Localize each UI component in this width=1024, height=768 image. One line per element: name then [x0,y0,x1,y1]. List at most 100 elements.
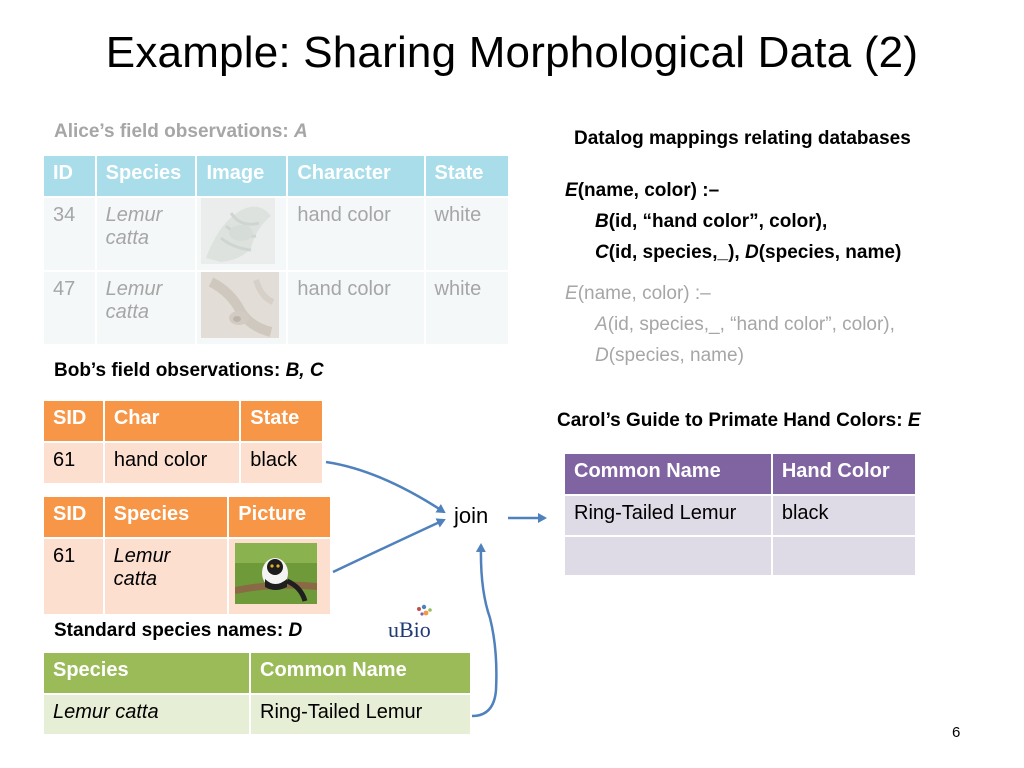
rule1-head-args: (name, color) :– [577,180,720,201]
carol-header-row: Common Name Hand Color [563,452,918,496]
alice-col-state: State [423,154,511,198]
ubio-logo-icon: uBio [388,604,432,642]
rule1-body3-pred: D [744,242,759,263]
carol-cell-hand-color [770,535,918,577]
rule1-body2-args: (id, species,_), [608,242,745,263]
carol-col-common-name: Common Name [563,452,773,496]
alice-heading-var: A [294,121,308,142]
bob-c-col-picture: Picture [227,495,332,539]
carol-cell-hand-color: black [770,494,918,537]
slide-title: Example: Sharing Morphological Data (2) [105,28,919,77]
carol-table: Common Name Hand Color Ring-Tailed Lemur… [563,452,918,577]
species-genus: Lemur [105,278,163,300]
rule2-body2-args: (species, name) [608,345,744,366]
arrow-b-to-join [325,460,446,514]
rule2-body1-args: (id, species,_, “hand color”, color), [607,314,895,335]
alice-cell-character: hand color [286,196,426,272]
bob-b-cell-sid: 61 [42,441,105,485]
lemur-hand-photo [201,198,276,264]
rule2-head-args: (name, color) :– [577,283,711,304]
rule2-body2-pred: D [595,345,609,366]
carol-heading-text: Carol’s Guide to Primate Hand Colors: [557,410,908,431]
alice-col-image: Image [195,154,289,198]
bob-b-col-sid: SID [42,399,105,443]
alice-table: ID Species Image Character State 34 Lemu… [42,154,511,346]
standard-heading: Standard species names: D [54,620,302,642]
alice-cell-id: 34 [42,196,97,272]
rule1-body1-args: (id, “hand color”, color), [608,211,828,232]
carol-heading: Carol’s Guide to Primate Hand Colors: E [557,410,921,432]
rule1-body1-pred: B [595,211,609,232]
rule2-head: E(name, color) :– [565,278,895,309]
bob-b-cell-char: hand color [102,441,242,485]
datalog-rule-2: E(name, color) :– A(id, species,_, “hand… [565,278,895,371]
alice-col-species: Species [94,154,198,198]
rule1-body3-args: (species, name) [758,242,902,263]
species-epithet: catta [113,568,158,590]
alice-header-row: ID Species Image Character State [42,154,511,198]
table-row: Lemur catta Ring-Tailed Lemur [42,693,472,736]
standard-cell-species: Lemur catta [42,693,251,736]
bob-c-cell-sid: 61 [42,537,105,616]
bob-c-header-row: SID Species Picture [42,495,332,539]
alice-cell-state: white [423,196,511,272]
species-epithet: catta [105,227,149,249]
ruffed-lemur-photo [235,543,318,604]
table-row: 61 hand color black [42,441,324,485]
svg-text:uBio: uBio [388,617,431,642]
carol-heading-var: E [907,410,921,431]
bob-heading-vars: B, C [285,360,324,381]
standard-heading-text: Standard species names: [54,620,289,641]
bob-b-col-state: State [239,399,324,443]
standard-heading-var: D [288,620,303,641]
page-number: 6 [952,724,961,741]
datalog-heading: Datalog mappings relating databases [574,128,911,149]
carol-cell-common-name: Ring-Tailed Lemur [563,494,773,537]
bob-b-col-char: Char [102,399,242,443]
rule2-body1-pred: A [595,314,608,335]
standard-header-row: Species Common Name [42,651,472,695]
datalog-rule-1: E(name, color) :– B(id, “hand color”, co… [565,175,901,268]
alice-heading: Alice’s field observations: A [54,121,308,143]
rule1-body-1: B(id, “hand color”, color), [565,206,901,237]
table-row [563,535,918,577]
bob-c-col-sid: SID [42,495,105,539]
alice-cell-state: white [423,270,511,346]
arrow-c-to-join [332,518,446,574]
alice-cell-character: hand color [286,270,426,346]
standard-col-species: Species [42,651,251,695]
lemur-hands-photo [201,272,280,338]
species-epithet: catta [105,301,149,323]
rule1-body2-pred: C [595,242,609,263]
rule2-head-pred: E [565,283,578,304]
bob-heading-text: Bob’s field observations: [54,360,286,381]
carol-col-hand-color: Hand Color [770,452,918,496]
ubio-logo: uBio [386,603,446,643]
standard-table: Species Common Name Lemur catta Ring-Tai… [42,651,472,736]
species-genus: Lemur [105,204,163,226]
arrow-d-to-join [471,543,498,718]
table-row: Ring-Tailed Lemur black [563,494,918,537]
standard-cell-common-name: Ring-Tailed Lemur [249,693,472,736]
rule1-head-pred: E [565,180,578,201]
bob-b-header-row: SID Char State [42,399,324,443]
alice-cell-id: 47 [42,270,97,346]
species-genus: Lemur [113,545,171,567]
bob-c-cell-picture [227,537,332,616]
carol-cell-common-name [563,535,773,577]
rule2-body-1: A(id, species,_, “hand color”, color), [565,309,895,340]
alice-col-character: Character [286,154,426,198]
rule1-body-2: C(id, species,_), D(species, name) [565,237,901,268]
bob-table-b: SID Char State 61 hand color black [42,399,324,485]
bob-c-col-species: Species [102,495,230,539]
rule1-head: E(name, color) :– [565,175,901,206]
alice-heading-text: Alice’s field observations: [54,121,295,142]
standard-col-common-name: Common Name [249,651,472,695]
